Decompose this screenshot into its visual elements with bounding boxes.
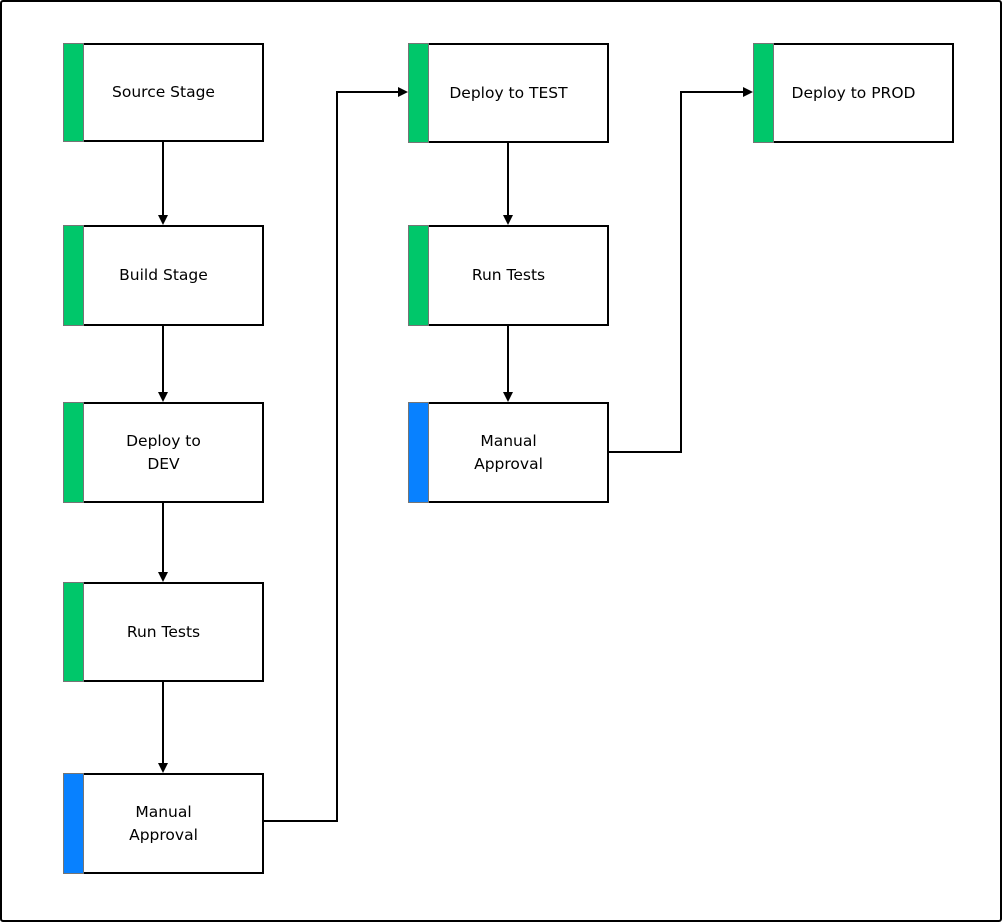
stage-accent-bar [63,43,84,142]
arrowhead-down-icon [503,215,513,225]
node-deploy-to-test: Deploy to TEST [408,43,609,143]
node-label: Run Tests [126,622,201,641]
node-run-tests-test: Run Tests [408,225,609,326]
arrowhead-down-icon [158,572,168,582]
node-label: Deploy to DEV [126,432,201,473]
stage-accent-bar [63,225,84,326]
node-label: Build Stage [119,266,208,285]
node-label: Run Tests [471,266,546,285]
arrowhead-down-icon [503,392,513,402]
node-label: Source Stage [112,83,215,102]
approval-accent-bar [408,402,429,503]
node-build-stage: Build Stage [63,225,264,326]
node-run-tests-dev: Run Tests [63,582,264,682]
node-label: Deploy to TEST [449,83,568,102]
approval-accent-bar [63,773,84,874]
arrowhead-down-icon [158,392,168,402]
node-label: Deploy to PROD [791,83,916,102]
node-source-stage: Source Stage [63,43,264,142]
stage-accent-bar [63,402,84,503]
arrowhead-down-icon [158,763,168,773]
arrowhead-right-icon [743,87,753,97]
stage-accent-bar [408,225,429,326]
node-deploy-to-prod: Deploy to PROD [753,43,954,143]
arrowhead-right-icon [398,87,408,97]
stage-accent-bar [63,582,84,682]
node-label: Manual Approval [129,803,198,844]
node-manual-approval-test: Manual Approval [408,402,609,503]
node-manual-approval-dev: Manual Approval [63,773,264,874]
node-label: Manual Approval [474,432,543,473]
stage-accent-bar [753,43,774,143]
node-deploy-to-dev: Deploy to DEV [63,402,264,503]
arrowhead-down-icon [158,215,168,225]
stage-accent-bar [408,43,429,143]
